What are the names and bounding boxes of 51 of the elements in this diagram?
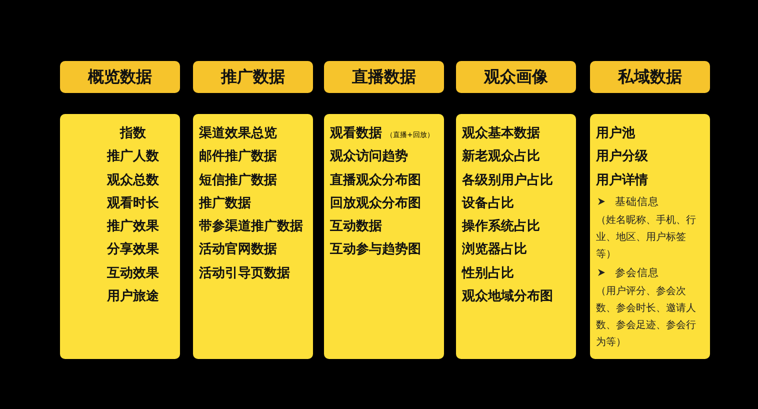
- list-card: [590, 114, 710, 359]
- list-item: 新老观众占比: [462, 148, 541, 166]
- header-text: 私域数据: [618, 66, 682, 88]
- list-item: 用户详情: [596, 172, 649, 190]
- list-item: 直播观众分布图: [330, 172, 422, 190]
- list-item: 各级别用户占比: [462, 172, 554, 190]
- list-card: [193, 114, 313, 359]
- list-item: 参会信息: [615, 266, 659, 281]
- list-card: [60, 114, 180, 359]
- header-box: [456, 61, 576, 93]
- list-item: 观看数据: [330, 125, 382, 143]
- note-text: （姓名昵称、手机、行业、地区、用户标签等）: [596, 214, 697, 262]
- list-item: 用户池: [596, 124, 636, 143]
- list-item: 浏览器占比: [462, 240, 528, 260]
- list-item: 推广数据: [199, 194, 252, 213]
- list-item: 回放观众分布图: [330, 194, 422, 213]
- list-item: 邮件推广数据: [199, 148, 278, 166]
- list-item: 分享效果: [106, 240, 160, 260]
- list-item: 基础信息: [615, 194, 659, 210]
- list-item: 用户分级: [596, 148, 649, 166]
- header-text: 观众画像: [484, 66, 548, 88]
- header-text: 直播数据: [352, 66, 416, 88]
- list-item: 指数: [118, 125, 147, 143]
- header-text: 推广数据: [221, 66, 285, 88]
- list-item: 观众基本数据: [462, 125, 541, 143]
- list-item: 互动效果: [106, 264, 160, 283]
- list-item: 观看时长: [106, 194, 160, 213]
- header-box: [60, 61, 180, 93]
- list-item: 活动官网数据: [199, 240, 278, 260]
- header-text: 概览数据: [88, 66, 152, 88]
- note-text: （用户评分、参会次数、参会时长、邀请人数、参会足迹、参会行为等）: [596, 284, 697, 350]
- list-item: 活动引导页数据: [199, 264, 291, 283]
- list-item: 互动参与趋势图: [330, 241, 422, 260]
- list-item: 用户旅途: [106, 288, 160, 306]
- list-item: 观众总数: [106, 172, 160, 190]
- header-box: [193, 61, 313, 93]
- list-card: [324, 114, 444, 359]
- header-box: [590, 61, 710, 93]
- list-item: 观众访问趋势: [330, 148, 409, 166]
- list-item: 操作系统占比: [462, 218, 541, 236]
- list-item: 带参渠道推广数据: [199, 218, 304, 236]
- list-item: 推广人数: [106, 148, 160, 166]
- list-item: 渠道效果总览: [199, 124, 278, 143]
- list-item: 推广效果: [106, 218, 160, 236]
- list-item: 设备占比: [462, 194, 515, 213]
- list-item: 性别占比: [462, 264, 515, 283]
- list-item: 短信推广数据: [199, 172, 278, 190]
- list-item: 观众地域分布图: [462, 288, 554, 306]
- list-card: [456, 114, 576, 359]
- header-box: [324, 61, 444, 93]
- list-item: 互动数据: [330, 218, 383, 236]
